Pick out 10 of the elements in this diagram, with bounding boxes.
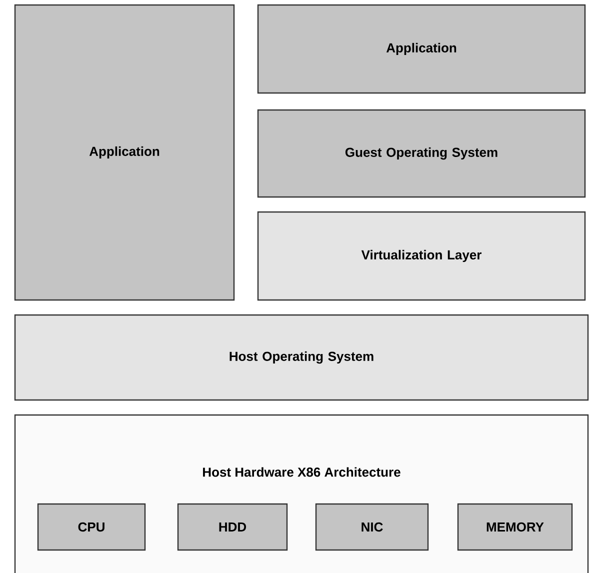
panel-heading: Host Hardware X86 Architecture [203,467,400,477]
guest-os-box: Guest Operating System [257,109,586,198]
application-box: Application [14,4,235,301]
host-os-box: Host Operating System [14,314,589,401]
component-box: HDD [177,503,288,551]
component-box: NIC [315,503,429,551]
component-box: MEMORY [457,503,573,551]
virtualization-layer-box: Virtualization Layer [257,211,586,301]
application-box: Application [257,4,586,94]
component-box: CPU [37,503,146,551]
